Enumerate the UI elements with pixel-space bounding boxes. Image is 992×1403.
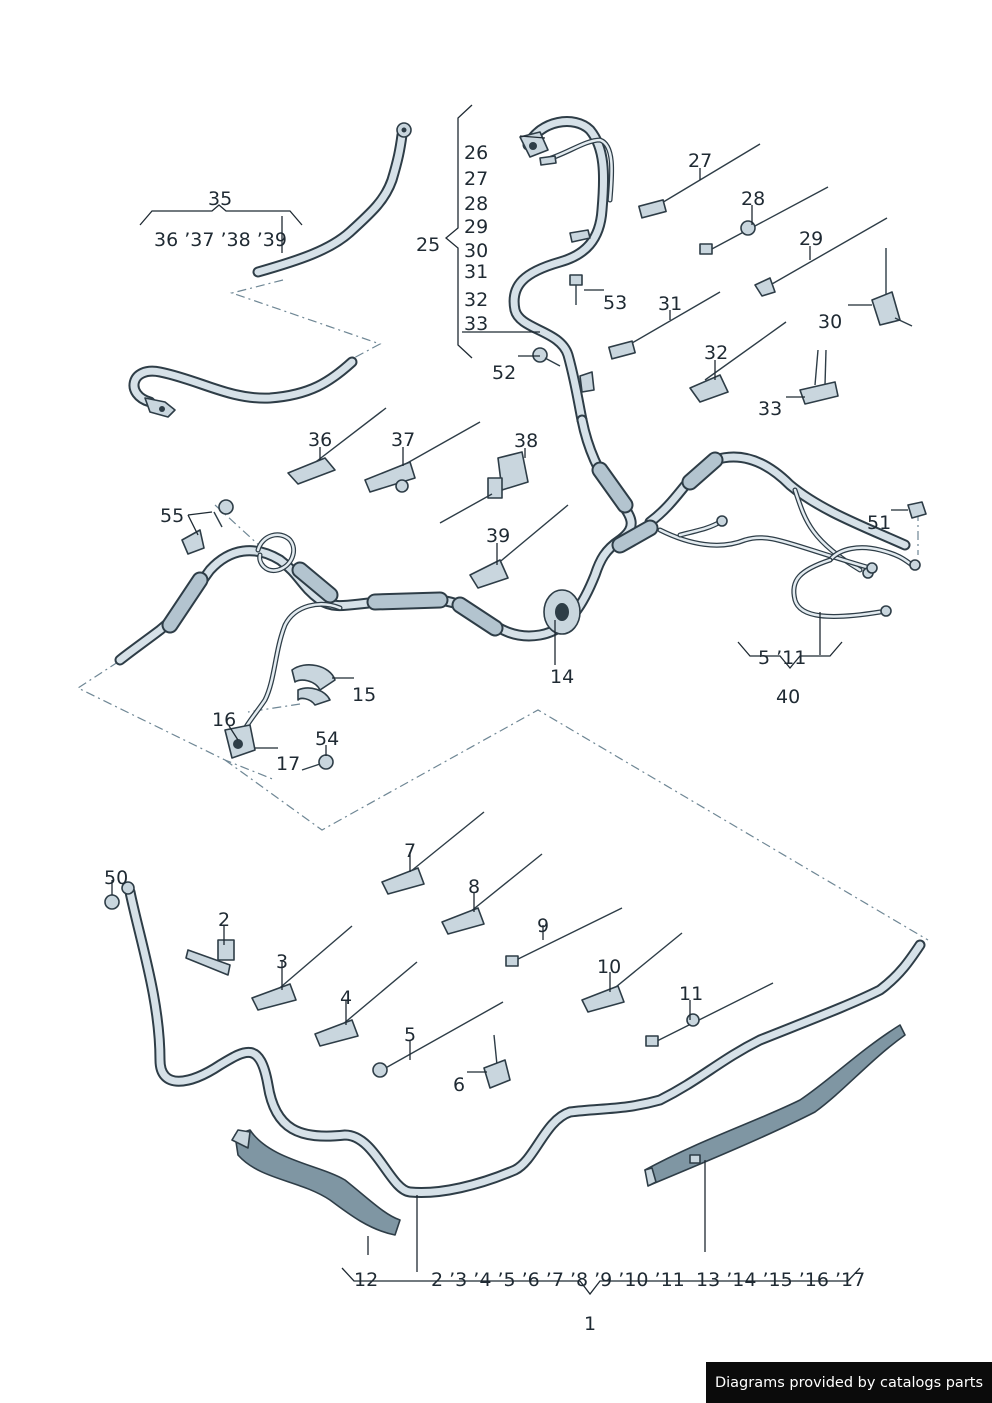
label-50: 50 — [104, 867, 128, 889]
label-54: 54 — [315, 728, 339, 750]
label-9: 9 — [537, 915, 549, 937]
label-53: 53 — [603, 292, 627, 314]
fasteners — [104, 274, 927, 910]
label-3: 3 — [276, 951, 288, 973]
group-25-item-26: 26 — [464, 142, 488, 164]
battery-lead-26 — [508, 116, 615, 426]
label-2: 2 — [218, 909, 230, 931]
label-51: 51 — [867, 512, 891, 534]
label-52: 52 — [492, 362, 516, 384]
label-30: 30 — [818, 311, 842, 333]
footer-banner: Diagrams provided by catalogs parts — [706, 1362, 992, 1403]
label-29: 29 — [799, 228, 823, 250]
label-36: 36 — [308, 429, 332, 451]
group-25-item-27: 27 — [464, 168, 488, 190]
group-25-item-28: 28 — [464, 193, 488, 215]
label-28: 28 — [741, 188, 765, 210]
label-16: 16 — [212, 709, 236, 731]
part-labels: 35 36 ’37 ’38 ’39 25 26 27 28 29 30 31 3… — [104, 142, 891, 1335]
label-17: 17 — [276, 753, 300, 775]
group-25-item-33: 33 — [464, 313, 488, 335]
footer-text: Diagrams provided by catalogs parts — [714, 1374, 984, 1391]
ground-cable — [128, 356, 358, 418]
label-27: 27 — [688, 150, 712, 172]
label-6: 6 — [453, 1074, 465, 1096]
label-5: 5 — [404, 1024, 416, 1046]
label-7: 7 — [404, 840, 416, 862]
group-40-list: 5 ’11 — [758, 647, 806, 669]
group-25-item-31: 31 — [464, 261, 488, 283]
group-25-item-30: 30 — [464, 240, 488, 262]
cable-channel-13 — [644, 1024, 906, 1187]
label-35: 35 — [208, 188, 232, 210]
label-39: 39 — [486, 525, 510, 547]
cable-channel-12 — [231, 1129, 401, 1236]
label-4: 4 — [340, 987, 352, 1009]
label-14: 14 — [550, 666, 574, 688]
label-10: 10 — [597, 956, 621, 978]
label-15: 15 — [352, 684, 376, 706]
label-37: 37 — [391, 429, 415, 451]
group-1-left: 12 — [354, 1269, 378, 1291]
label-8: 8 — [468, 876, 480, 898]
main-harness — [114, 414, 921, 759]
group-25-item-29: 29 — [464, 216, 488, 238]
label-55: 55 — [160, 505, 184, 527]
label-1: 1 — [584, 1313, 596, 1335]
group-1-right: 13 ’14 ’15 ’16 ’17 — [696, 1269, 865, 1291]
group-35-list: 36 ’37 ’38 ’39 — [154, 229, 287, 251]
label-33: 33 — [758, 398, 782, 420]
group-1-mid: 2 ’3 ’4 ’5 ’6 ’7 ’8 ’9 ’10 ’11 — [431, 1269, 685, 1291]
label-25: 25 — [416, 234, 440, 256]
group-25-item-32: 32 — [464, 289, 488, 311]
label-31: 31 — [658, 293, 682, 315]
battery-cable-1 — [121, 881, 926, 1199]
leader-lines — [111, 135, 908, 1272]
label-40: 40 — [776, 686, 800, 708]
group-braces — [139, 104, 861, 1296]
label-38: 38 — [514, 430, 538, 452]
label-32: 32 — [704, 342, 728, 364]
label-11: 11 — [679, 983, 703, 1005]
battery-cable-35 — [252, 122, 412, 278]
